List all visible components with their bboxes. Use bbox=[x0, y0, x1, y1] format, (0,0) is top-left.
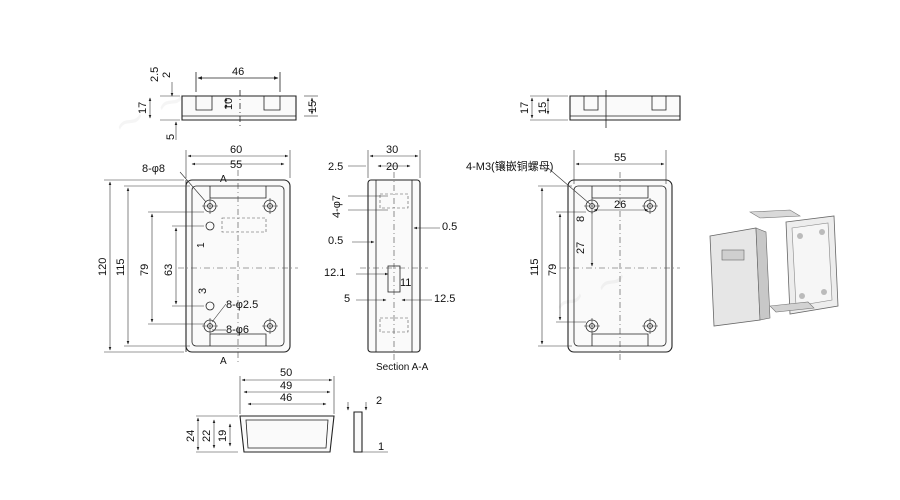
dim-5: 5 bbox=[165, 134, 177, 140]
thread-note: 4-M3(镶嵌铜螺母) bbox=[466, 159, 553, 173]
dim-120: 120 bbox=[97, 258, 109, 276]
dim-1-end: 1 bbox=[378, 441, 384, 453]
holes-8-phi-6: 8-φ6 bbox=[226, 324, 249, 336]
dim-26: 26 bbox=[614, 199, 626, 211]
inner-view: 4-M3(镶嵌铜螺母) 55 26 8 27 115 79 bbox=[466, 150, 680, 362]
dim-27: 27 bbox=[575, 242, 587, 254]
dim-60: 60 bbox=[230, 144, 242, 156]
dim-115-inner: 115 bbox=[529, 258, 541, 276]
dim-20: 20 bbox=[386, 161, 398, 173]
dim-46: 46 bbox=[232, 66, 244, 78]
enclosure-render bbox=[709, 209, 839, 327]
dim-24: 24 bbox=[185, 430, 197, 442]
dim-79-inner: 79 bbox=[547, 264, 559, 276]
dim-2-5-section: 2.5 bbox=[328, 161, 343, 173]
section-mark-top: A bbox=[220, 174, 227, 185]
svg-text:~ ~: ~ ~ bbox=[105, 74, 197, 149]
dim-15-right: 15 bbox=[537, 102, 549, 114]
dim-3: 3 bbox=[197, 288, 209, 294]
section-view: 30 20 2.5 4-φ7 0.5 12.1 11 5 0.5 12.5 Se… bbox=[324, 144, 457, 373]
front-view: 60 55 8-φ8 A A 120 115 79 63 1 3 8-φ2.5 bbox=[97, 144, 298, 367]
dim-79: 79 bbox=[139, 264, 151, 276]
dim-15: 15 bbox=[307, 101, 319, 113]
dim-17-right: 17 bbox=[519, 102, 531, 114]
section-caption: Section A-A bbox=[376, 362, 429, 373]
section-mark-bottom: A bbox=[220, 356, 227, 367]
dim-1: 1 bbox=[196, 242, 207, 248]
end-view: 50 49 46 24 22 19 2 1 bbox=[185, 367, 388, 453]
dim-11: 11 bbox=[400, 277, 411, 289]
dim-50: 50 bbox=[280, 367, 292, 379]
dim-46-end: 46 bbox=[280, 392, 292, 404]
top-view-left: 46 2.5 2 17 10 15 5 bbox=[137, 66, 319, 140]
dim-55-inner: 55 bbox=[614, 152, 626, 164]
dim-2-end: 2 bbox=[376, 395, 382, 407]
mounting-holes bbox=[202, 198, 278, 334]
dim-19: 19 bbox=[217, 430, 229, 442]
dim-115: 115 bbox=[115, 258, 127, 276]
dim-2-5: 2.5 bbox=[149, 67, 161, 82]
dim-0-5-right: 0.5 bbox=[442, 221, 457, 233]
dim-63: 63 bbox=[163, 264, 175, 276]
top-view-left-outline bbox=[181, 95, 297, 121]
holes-8-phi-8: 8-φ8 bbox=[142, 163, 165, 175]
dim-0-5-left: 0.5 bbox=[328, 235, 343, 247]
top-view-right: 17 15 bbox=[519, 90, 681, 128]
dim-2: 2 bbox=[161, 72, 173, 78]
holes-8-phi-2-5: 8-φ2.5 bbox=[226, 299, 258, 311]
dim-8: 8 bbox=[575, 216, 587, 222]
dim-30: 30 bbox=[386, 144, 398, 156]
holes-4-phi-7: 4-φ7 bbox=[331, 195, 343, 218]
dim-5-section: 5 bbox=[344, 293, 350, 305]
dim-55: 55 bbox=[230, 159, 242, 171]
dim-17: 17 bbox=[137, 102, 149, 114]
dim-12-1: 12.1 bbox=[324, 267, 345, 279]
dim-10: 10 bbox=[223, 98, 235, 110]
dim-12-5: 12.5 bbox=[434, 293, 455, 305]
dim-49: 49 bbox=[280, 380, 292, 392]
dim-22: 22 bbox=[201, 430, 213, 442]
